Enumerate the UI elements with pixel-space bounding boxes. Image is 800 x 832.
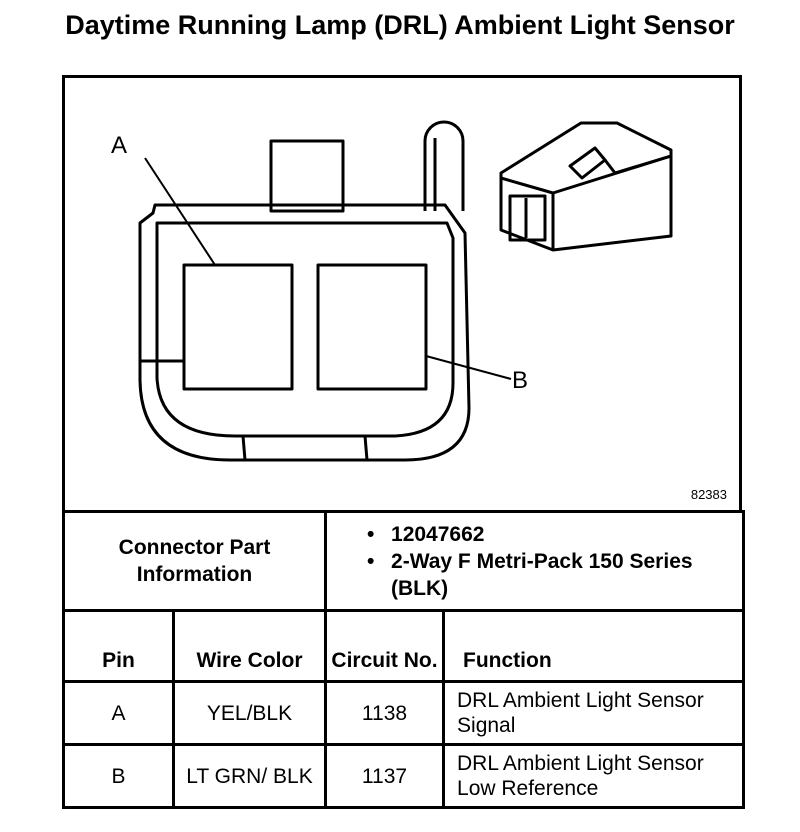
- pin-cell: B: [62, 743, 175, 809]
- header-wire-color: Wire Color: [171, 609, 328, 683]
- diagram-title: Daytime Running Lamp (DRL) Ambient Light…: [65, 10, 735, 40]
- table-row: A YEL/BLK 1138 DRL Ambient Light Sensor …: [62, 680, 746, 746]
- connector-body-outline: [138, 203, 471, 462]
- wire-color-cell: LT GRN/ BLK: [171, 743, 328, 809]
- circuit-cell: 1138: [324, 680, 446, 746]
- header-circuit: Circuit No.: [324, 609, 446, 683]
- cavity-a: [182, 263, 294, 391]
- lock-post: [423, 120, 465, 211]
- header-pin: Pin: [62, 609, 175, 683]
- figure-number: 82383: [690, 487, 727, 502]
- part-number: 12047662: [365, 521, 742, 548]
- table-row: B LT GRN/ BLK 1137 DRL Ambient Light Sen…: [62, 743, 746, 809]
- connector-3d-view: [499, 121, 673, 252]
- circuit-cell: 1137: [324, 743, 446, 809]
- header-function: Function: [442, 609, 746, 683]
- cavity-b: [316, 263, 428, 391]
- connector-info-label: Connector Part Information: [61, 510, 328, 612]
- pin-cell: A: [62, 680, 175, 746]
- connector-drawing: [138, 120, 673, 462]
- connector-figure: A B 82383: [62, 75, 742, 513]
- callout-b: B: [512, 367, 529, 394]
- table-header-row: Pin Wire Color Circuit No. Function: [62, 609, 746, 683]
- function-cell: DRL Ambient Light Sensor Signal: [442, 680, 746, 746]
- connector-info-row: Connector Part Information 12047662 2-Wa…: [61, 510, 746, 612]
- connector-table: Connector Part Information 12047662 2-Wa…: [61, 510, 746, 809]
- callout-a: A: [111, 132, 128, 159]
- connector-info-values: 12047662 2-Way F Metri-Pack 150 Series (…: [324, 510, 746, 612]
- connector-description: 2-Way F Metri-Pack 150 Series (BLK): [365, 548, 742, 602]
- latch-tab: [269, 139, 345, 213]
- function-cell: DRL Ambient Light Sensor Low Reference: [442, 743, 746, 809]
- wire-color-cell: YEL/BLK: [171, 680, 328, 746]
